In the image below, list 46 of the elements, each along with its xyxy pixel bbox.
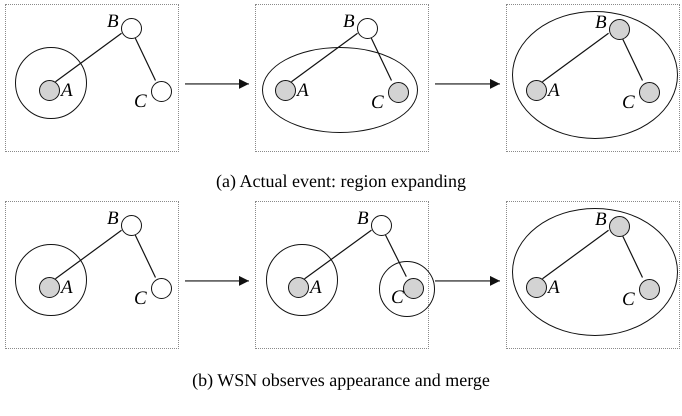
dotted-panel: [506, 201, 680, 349]
connector-line: [304, 230, 372, 280]
connector-line: [134, 36, 156, 81]
node-letter: C: [622, 93, 635, 113]
node-letter: B: [107, 209, 119, 229]
arrow: [185, 78, 249, 89]
region-outline: [15, 244, 87, 316]
region-outline: [262, 47, 418, 133]
node-letter: B: [595, 210, 607, 230]
connector-line: [542, 32, 609, 82]
dotted-panel: [5, 201, 179, 349]
connector-line: [55, 230, 122, 280]
connector-line: [134, 233, 156, 278]
region-outline: [15, 47, 87, 119]
node-letter: C: [134, 92, 147, 112]
caption: (a) Actual event: region expanding: [216, 171, 466, 191]
connector-line: [291, 32, 358, 82]
region-outline: [512, 11, 678, 139]
node-letter: C: [391, 288, 404, 308]
node-letter: A: [548, 81, 560, 101]
node-letter: A: [310, 278, 322, 298]
node-letter: B: [343, 12, 355, 32]
connector-line: [384, 233, 407, 277]
connector-line: [370, 36, 392, 81]
node-letter: A: [61, 278, 73, 298]
connector-line: [55, 32, 122, 82]
node-letter: C: [622, 290, 635, 310]
region-outline: [266, 244, 338, 316]
node-letter: C: [134, 289, 147, 309]
connector-line: [542, 230, 609, 280]
node-letter: B: [357, 209, 369, 229]
region-outline: [379, 261, 435, 317]
node-letter: B: [595, 13, 607, 33]
dotted-panel: [5, 4, 179, 152]
node-letter: C: [371, 93, 384, 113]
node-letter: A: [548, 278, 560, 298]
dotted-panel: [255, 4, 429, 152]
arrow: [185, 276, 249, 286]
arrow: [435, 276, 500, 286]
node-letter: A: [61, 81, 73, 101]
arrow: [435, 78, 500, 89]
caption: (b) WSN observes appearance and merge: [192, 370, 490, 390]
region-outline: [512, 208, 678, 336]
dotted-panel: [506, 4, 680, 152]
node-letter: A: [297, 81, 309, 101]
node-letter: B: [107, 12, 119, 32]
